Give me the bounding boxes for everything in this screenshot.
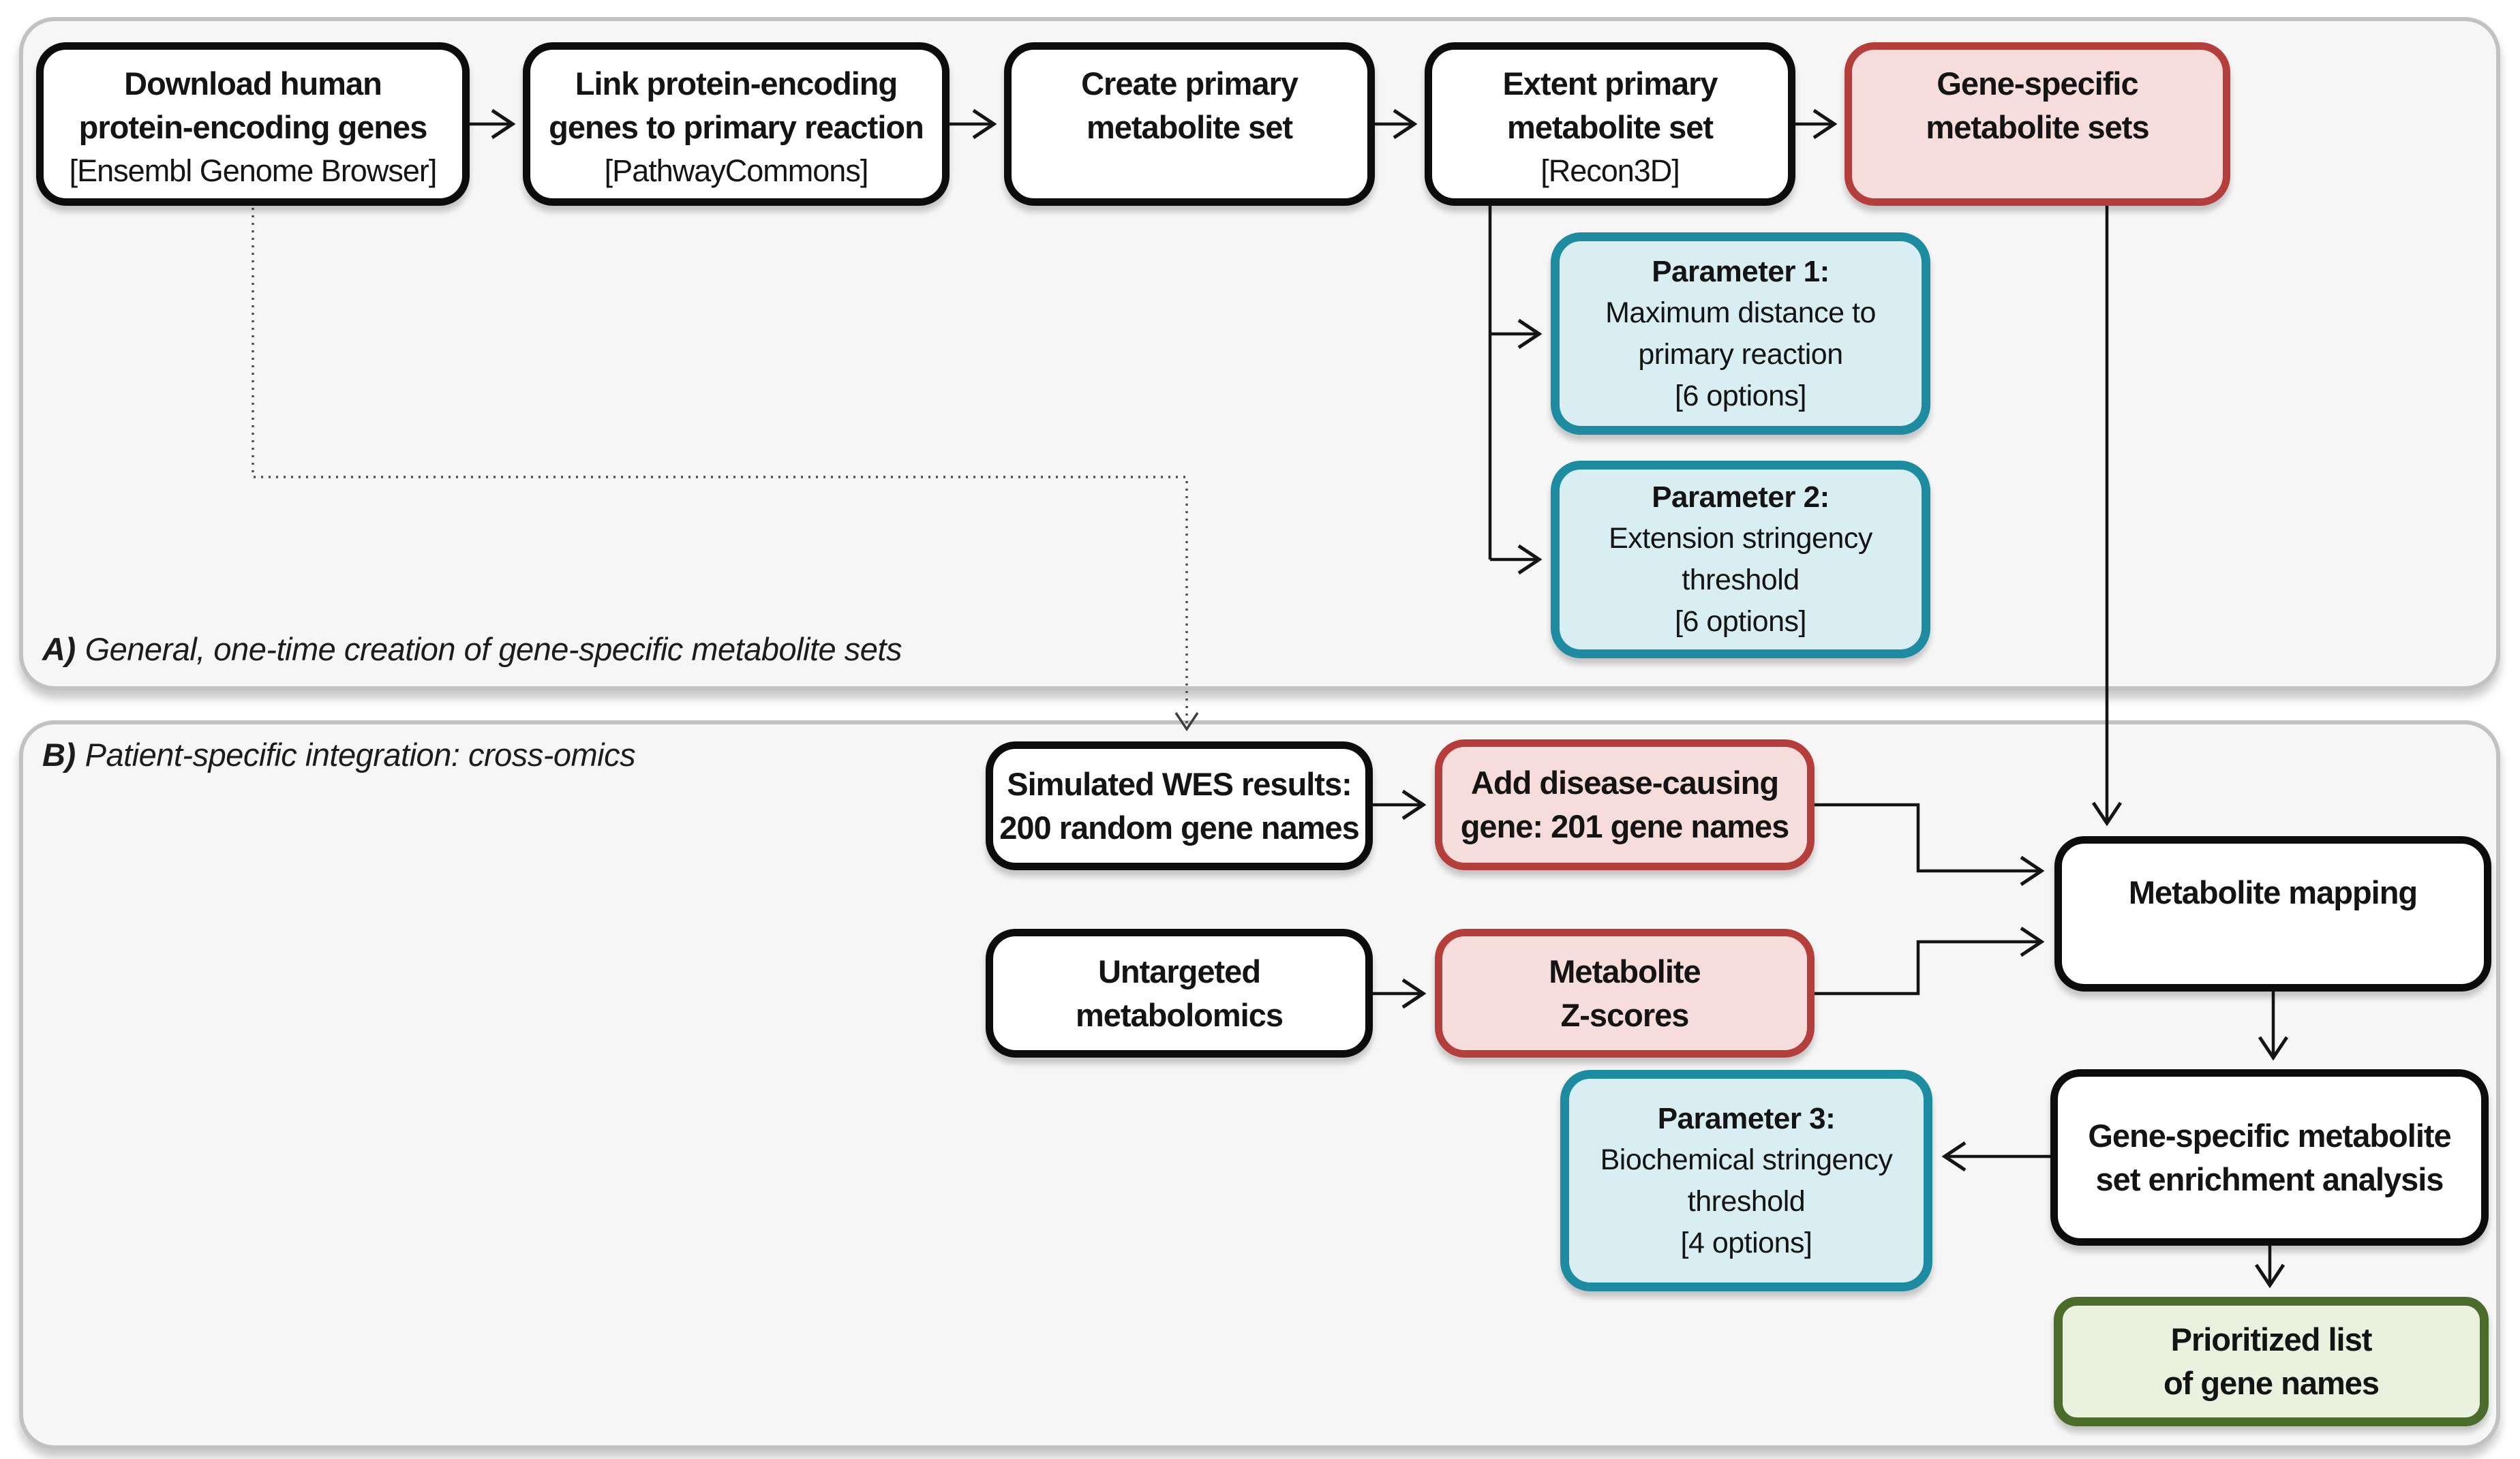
node-untargeted-metabolomics: Untargeted metabolomics (986, 929, 1373, 1058)
node-prioritized-list: Prioritized list of gene names (2054, 1297, 2489, 1426)
node-parameter-2-title: Parameter 2: (1652, 480, 1830, 514)
node-parameter-3-title: Parameter 3: (1657, 1101, 1836, 1135)
node-link-genes: Link protein-encoding genes to primary r… (523, 42, 950, 206)
node-parameter-3: Parameter 3: Biochemical stringency thre… (1560, 1070, 1932, 1291)
node-create-primary-set-line1: Create primary (1081, 65, 1299, 102)
node-metabolite-zscores-line1: Metabolite (1549, 953, 1701, 989)
node-parameter-1: Parameter 1: Maximum distance to primary… (1551, 232, 1930, 435)
node-link-genes-line2: genes to primary reaction (549, 109, 924, 145)
node-gene-specific-sets: Gene-specific metabolite sets (1845, 42, 2230, 206)
node-parameter-2-line1: Extension stringency (1609, 522, 1872, 555)
node-parameter-1-options: [6 options] (1675, 379, 1806, 412)
panel-b-label-prefix: B) (42, 737, 76, 773)
node-simulated-wes-line1: Simulated WES results: (1007, 765, 1352, 802)
node-download-genes-source: [Ensembl Genome Browser] (69, 153, 438, 188)
node-add-disease-gene: Add disease-causing gene: 201 gene names (1435, 739, 1815, 870)
node-prioritized-list-line1: Prioritized list (2170, 1321, 2373, 1357)
node-create-primary-set: Create primary metabolite set (1004, 42, 1375, 206)
panel-b-label: B)Patient-specific integration: cross-om… (42, 736, 636, 773)
node-metabolite-mapping-line1: Metabolite mapping (2128, 874, 2418, 910)
node-extent-primary-set-line1: Extent primary (1502, 65, 1718, 102)
node-parameter-2-line2: threshold (1682, 564, 1800, 596)
node-download-genes-line2: protein-encoding genes (78, 109, 428, 145)
panel-a-label: A)General, one-time creation of gene-spe… (42, 630, 902, 668)
node-parameter-3-options: [4 options] (1680, 1226, 1812, 1259)
node-untargeted-metabolomics-line2: metabolomics (1075, 996, 1284, 1033)
node-parameter-1-line1: Maximum distance to (1605, 296, 1876, 329)
node-create-primary-set-line2: metabolite set (1086, 109, 1293, 145)
node-parameter-1-title: Parameter 1: (1652, 254, 1830, 288)
node-add-disease-gene-line2: gene: 201 gene names (1460, 808, 1790, 844)
node-parameter-2: Parameter 2: Extension stringency thresh… (1551, 461, 1930, 658)
node-add-disease-gene-line1: Add disease-causing (1470, 765, 1779, 801)
node-parameter-1-line2: primary reaction (1638, 337, 1843, 371)
node-metabolite-zscores-line2: Z-scores (1560, 996, 1690, 1033)
panel-a-label-text: General, one-time creation of gene-speci… (85, 631, 902, 667)
node-extent-primary-set-line2: metabolite set (1506, 109, 1714, 145)
node-extent-primary-set-source: [Recon3D] (1540, 153, 1680, 188)
node-metabolite-mapping: Metabolite mapping (2054, 836, 2491, 992)
node-enrichment-analysis-line2: set enrichment analysis (2095, 1161, 2444, 1197)
node-parameter-2-options: [6 options] (1675, 605, 1806, 638)
node-metabolite-zscores: Metabolite Z-scores (1435, 929, 1815, 1058)
node-untargeted-metabolomics-line1: Untargeted (1097, 953, 1261, 989)
panel-a-label-prefix: A) (42, 631, 76, 667)
node-download-genes-line1: Download human (124, 65, 382, 102)
node-download-genes: Download human protein-encoding genes [E… (36, 42, 470, 206)
node-link-genes-source: [PathwayCommons] (604, 153, 869, 188)
node-gene-specific-sets-line2: metabolite sets (1926, 109, 2149, 145)
node-enrichment-analysis: Gene-specific metabolite set enrichment … (2050, 1069, 2489, 1246)
node-prioritized-list-line2: of gene names (2163, 1365, 2380, 1401)
node-simulated-wes-line2: 200 random gene names (999, 809, 1360, 846)
node-link-genes-line1: Link protein-encoding (575, 65, 898, 102)
node-gene-specific-sets-line1: Gene-specific (1937, 65, 2138, 102)
panel-b-label-text: Patient-specific integration: cross-omic… (85, 737, 636, 773)
node-parameter-3-line1: Biochemical stringency (1600, 1143, 1893, 1176)
node-enrichment-analysis-line1: Gene-specific metabolite (2088, 1117, 2451, 1154)
node-parameter-3-line2: threshold (1687, 1184, 1806, 1218)
node-extent-primary-set: Extent primary metabolite set [Recon3D] (1425, 42, 1795, 206)
node-simulated-wes: Simulated WES results: 200 random gene n… (986, 741, 1373, 870)
